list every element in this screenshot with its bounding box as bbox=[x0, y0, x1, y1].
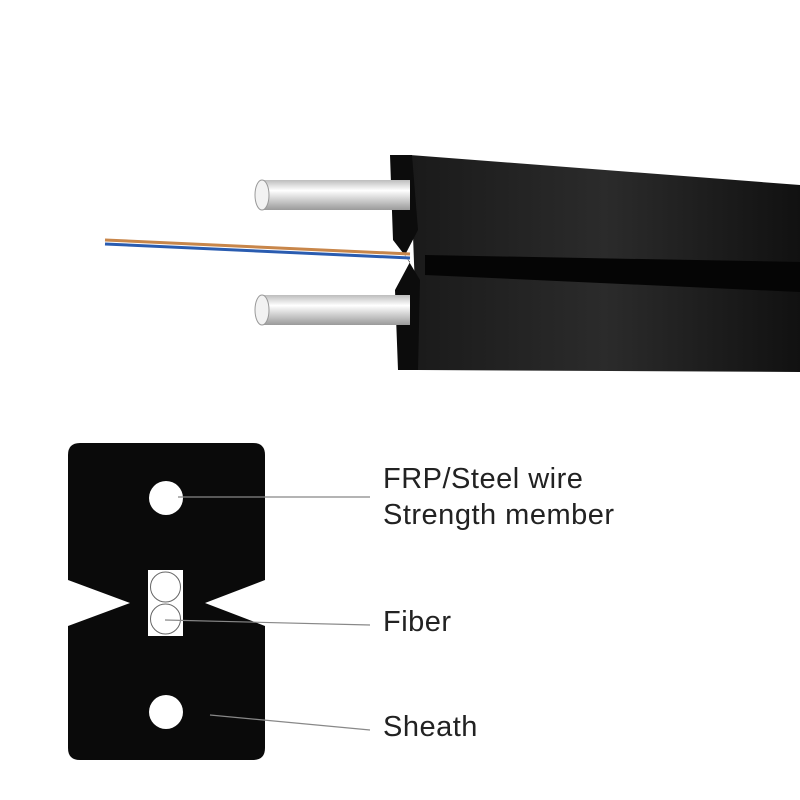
strength-wire-bottom bbox=[254, 294, 410, 326]
label-strength-line2: Strength member bbox=[383, 499, 615, 531]
strength-member-top bbox=[149, 481, 183, 515]
label-strength-line1: FRP/Steel wire bbox=[383, 463, 584, 495]
strength-wire-top bbox=[254, 179, 410, 211]
fiber-core-2 bbox=[150, 603, 181, 635]
leader-sheath bbox=[209, 714, 371, 731]
label-fiber: Fiber bbox=[383, 606, 452, 638]
fiber-orange bbox=[104, 238, 411, 256]
cable-3d-view bbox=[104, 155, 800, 372]
strength-member-bottom bbox=[149, 695, 183, 729]
label-sheath: Sheath bbox=[383, 711, 478, 743]
fiber-blue bbox=[104, 242, 411, 260]
cross-section bbox=[68, 443, 371, 760]
cable-groove bbox=[425, 255, 800, 292]
leader-fiber bbox=[164, 619, 371, 626]
fiber-box bbox=[148, 570, 183, 636]
fiber-core-1 bbox=[150, 571, 181, 603]
